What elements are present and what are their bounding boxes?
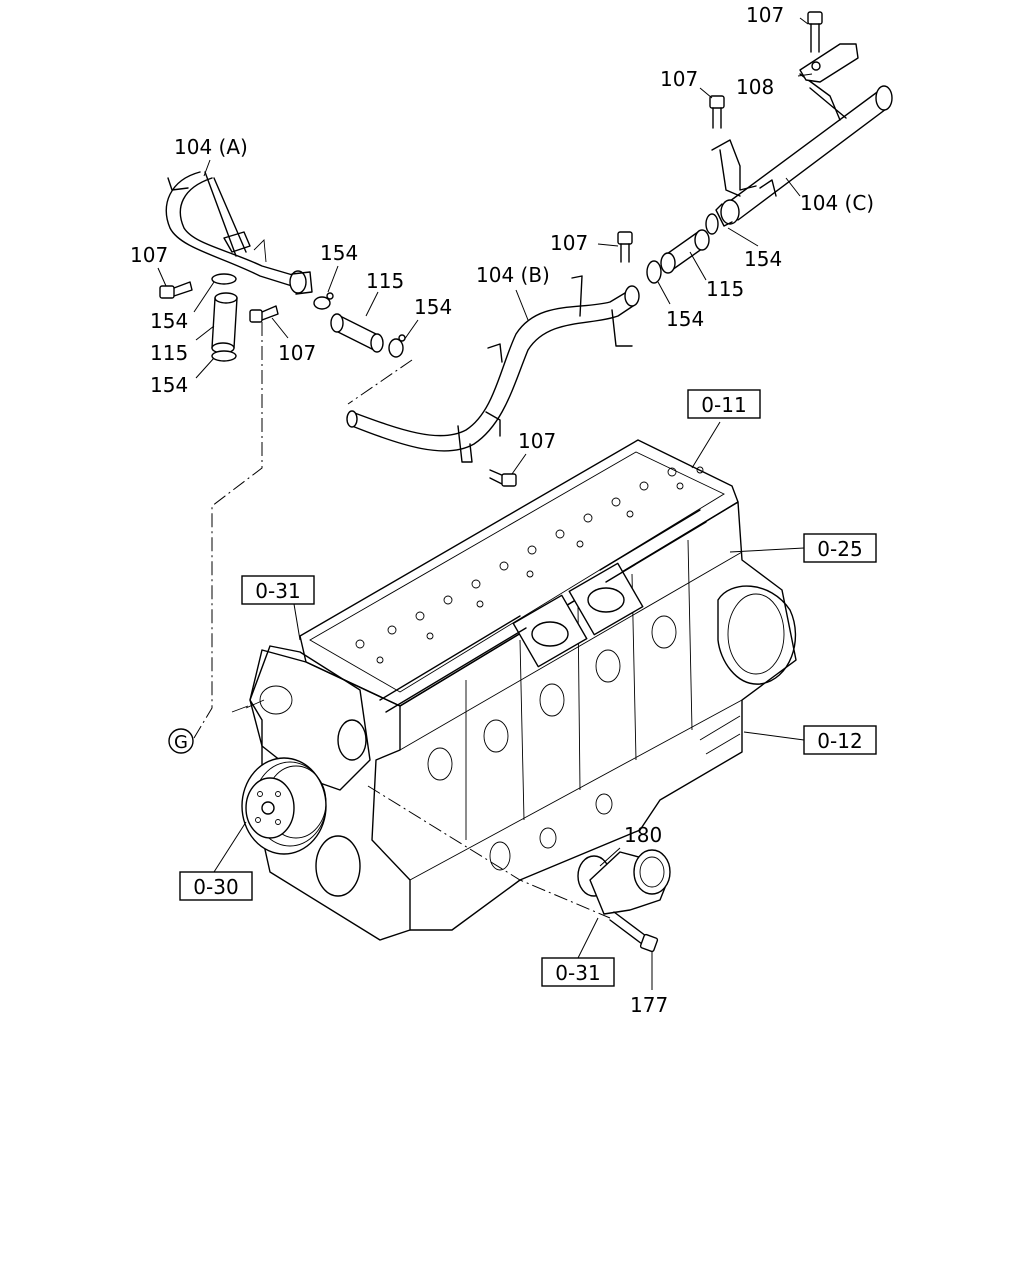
clamp-154-a1 (211, 273, 237, 285)
clamp-154-a2 (211, 350, 237, 362)
clamp-154-m (313, 292, 334, 310)
label-115-c: 115 (706, 277, 744, 301)
connection-line-g (193, 322, 263, 739)
label-104c: 104 (C) (800, 191, 874, 215)
pipe-104c (711, 73, 893, 227)
label-154-a1: 154 (150, 309, 188, 333)
bolt-107-b2 (709, 95, 725, 129)
label-154-m2: 154 (414, 295, 452, 319)
label-177: 177 (630, 993, 668, 1017)
label-107-a2: 107 (278, 341, 316, 365)
parts-group-a (159, 273, 279, 362)
label-107-b2: 107 (660, 67, 698, 91)
ref-box-0-12[interactable]: 0-12 (803, 725, 877, 755)
label-108: 108 (736, 75, 774, 99)
clamp-154-m2 (388, 334, 406, 358)
pipe-104b (346, 275, 640, 463)
label-154-m: 154 (320, 241, 358, 265)
label-154-c: 154 (744, 247, 782, 271)
connection-line-outlet (367, 785, 611, 919)
label-104a: 104 (A) (174, 135, 248, 159)
ref-0-12-label: 0-12 (817, 729, 862, 753)
water-pump-pulley (241, 757, 327, 855)
bolt-107-top (807, 11, 823, 53)
label-107-a: 107 (130, 243, 168, 267)
bolt-107-m (489, 469, 517, 487)
label-107-top: 107 (746, 3, 784, 27)
hose-115-m (330, 313, 384, 353)
engine-block (249, 439, 797, 941)
hose-115-a (211, 292, 238, 354)
clamp-154-c2 (646, 260, 662, 284)
ref-box-0-31-top[interactable]: 0-31 (241, 575, 315, 605)
ref-box-0-11[interactable]: 0-11 (687, 389, 761, 419)
label-180: 180 (624, 823, 662, 847)
label-115-m: 115 (366, 269, 404, 293)
ref-box-0-25[interactable]: 0-25 (803, 533, 877, 563)
label-115-a: 115 (150, 341, 188, 365)
ref-0-31-top-label: 0-31 (255, 579, 300, 603)
label-154-c2: 154 (666, 307, 704, 331)
bolt-107-b (617, 231, 633, 263)
ref-0-25-label: 0-25 (817, 537, 862, 561)
ref-box-0-31-bottom[interactable]: 0-31 (541, 957, 615, 987)
circle-g-label: G (174, 732, 188, 753)
label-154-a2: 154 (150, 373, 188, 397)
ref-box-0-30[interactable]: 0-30 (179, 871, 253, 901)
bolt-107-a (159, 281, 193, 299)
pipe-104a (165, 171, 313, 295)
connection-line-b (347, 359, 413, 405)
circle-g-marker: G (168, 728, 194, 754)
bolt-107-a2 (249, 305, 279, 323)
label-107-m: 107 (518, 429, 556, 453)
bolt-177 (609, 911, 659, 953)
label-104b: 104 (B) (476, 263, 550, 287)
ref-0-31-bottom-label: 0-31 (555, 961, 600, 985)
hose-115-c (660, 229, 710, 274)
outlet-housing (577, 849, 671, 915)
leader-lines (157, 17, 813, 990)
bracket-108 (799, 43, 859, 83)
label-107-b: 107 (550, 231, 588, 255)
ref-0-30-label: 0-30 (193, 875, 238, 899)
clamp-154-c (705, 213, 719, 235)
ref-0-11-label: 0-11 (701, 393, 746, 417)
